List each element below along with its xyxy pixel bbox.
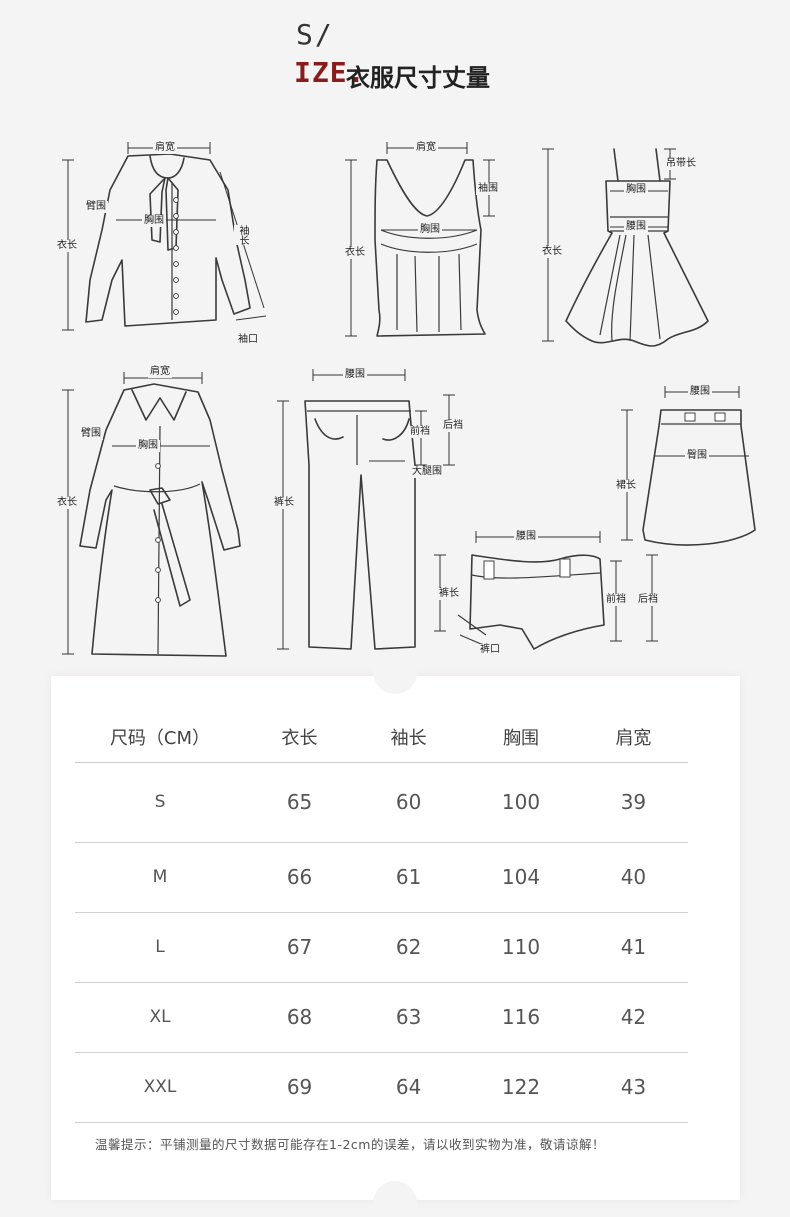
table-row: S 65 60 100 39 [75, 762, 688, 843]
cell-shoulder: 42 [578, 982, 688, 1053]
header-length: 衣长 [245, 712, 355, 763]
cell-sleeve: 60 [354, 762, 464, 843]
cell-sleeve: 62 [354, 912, 464, 983]
table-row: L 67 62 110 41 [75, 912, 688, 983]
skirt-label-length: 裙长 [614, 480, 638, 492]
shirt-label-chest: 胸围 [142, 215, 166, 227]
cell-shoulder: 43 [578, 1052, 688, 1123]
cell-length: 67 [245, 912, 355, 983]
cell-length: 68 [245, 982, 355, 1053]
pants-label-back-rise: 后裆 [441, 420, 465, 432]
vest-label-armhole: 袖围 [476, 183, 500, 195]
table-header-row: 尺码（CM） 衣长 袖长 胸围 肩宽 [75, 712, 688, 763]
vest-label-chest: 胸围 [418, 224, 442, 236]
cell-size: XL [75, 982, 245, 1053]
header-ize: IZE. [294, 56, 366, 89]
shirt-label-cuff: 袖口 [236, 334, 260, 346]
card-notch-top [373, 650, 417, 694]
dress-label-length: 衣长 [540, 246, 564, 258]
shorts-label-back-rise: 后裆 [636, 594, 660, 606]
card-notch-bottom [373, 1181, 417, 1217]
cell-chest: 110 [463, 912, 579, 983]
dress-label-chest: 胸围 [624, 184, 648, 196]
coat-label-arm: 臂围 [79, 428, 103, 440]
dress-label-strap: 吊带长 [664, 158, 698, 170]
shirt-illustration [62, 142, 267, 331]
cell-chest: 104 [463, 842, 579, 913]
header-s: S/ [296, 18, 334, 51]
shorts-label-hem: 裤口 [478, 644, 502, 656]
cell-chest: 100 [463, 762, 579, 843]
skirt-label-waist: 腰围 [688, 386, 712, 398]
pants-label-thigh: 大腿围 [410, 466, 444, 478]
pants-label-length: 裤长 [272, 497, 296, 509]
pants-label-waist: 腰围 [343, 369, 367, 381]
cell-chest: 122 [463, 1052, 579, 1123]
shorts-label-front-rise: 前裆 [604, 594, 628, 606]
header-size: 尺码（CM） [75, 712, 245, 763]
vest-label-shoulder: 肩宽 [414, 142, 438, 154]
shorts-label-waist: 腰围 [514, 531, 538, 543]
coat-illustration [62, 372, 241, 657]
cell-sleeve: 64 [354, 1052, 464, 1123]
cell-length: 69 [245, 1052, 355, 1123]
cell-size: XXL [75, 1052, 245, 1123]
vest-label-length: 衣长 [343, 247, 367, 259]
cell-shoulder: 41 [578, 912, 688, 983]
shorts-illustration [434, 531, 658, 654]
skirt-illustration [621, 386, 756, 546]
header-sleeve: 袖长 [354, 712, 464, 763]
table-row: M 66 61 104 40 [75, 842, 688, 913]
cell-sleeve: 61 [354, 842, 464, 913]
cell-length: 65 [245, 762, 355, 843]
coat-label-chest: 胸围 [136, 440, 160, 452]
cell-size: S [75, 762, 245, 843]
shirt-label-sleeve: 袖长 [234, 225, 250, 245]
measurement-note: 温馨提示：平铺测量的尺寸数据可能存在1-2cm的误差，请以收到实物为准，敬请谅解… [95, 1137, 605, 1152]
shirt-label-length: 衣长 [55, 240, 79, 252]
dress-label-waist: 腰围 [624, 221, 648, 233]
cell-sleeve: 63 [354, 982, 464, 1053]
header-title: 衣服尺寸丈量 [346, 64, 490, 92]
shorts-label-length: 裤长 [437, 588, 461, 600]
skirt-label-hip: 臀围 [685, 450, 709, 462]
header-shoulder: 肩宽 [578, 712, 688, 763]
table-row: XL 68 63 116 42 [75, 982, 688, 1053]
cell-shoulder: 40 [578, 842, 688, 913]
header-chest: 胸围 [463, 712, 579, 763]
cell-length: 66 [245, 842, 355, 913]
table-row: XXL 69 64 122 43 [75, 1052, 688, 1123]
pants-label-front-rise: 前裆 [408, 426, 432, 438]
dress-illustration [542, 148, 709, 347]
shirt-label-arm: 臂围 [84, 201, 108, 213]
cell-size: M [75, 842, 245, 913]
vest-illustration [345, 142, 495, 337]
coat-label-length: 衣长 [55, 497, 79, 509]
cell-shoulder: 39 [578, 762, 688, 843]
coat-label-shoulder: 肩宽 [148, 366, 172, 378]
cell-chest: 116 [463, 982, 579, 1053]
cell-size: L [75, 912, 245, 983]
size-table: 尺码（CM） 衣长 袖长 胸围 肩宽 S 65 60 100 39 M 66 6… [75, 712, 688, 1123]
shirt-label-shoulder: 肩宽 [153, 142, 177, 154]
